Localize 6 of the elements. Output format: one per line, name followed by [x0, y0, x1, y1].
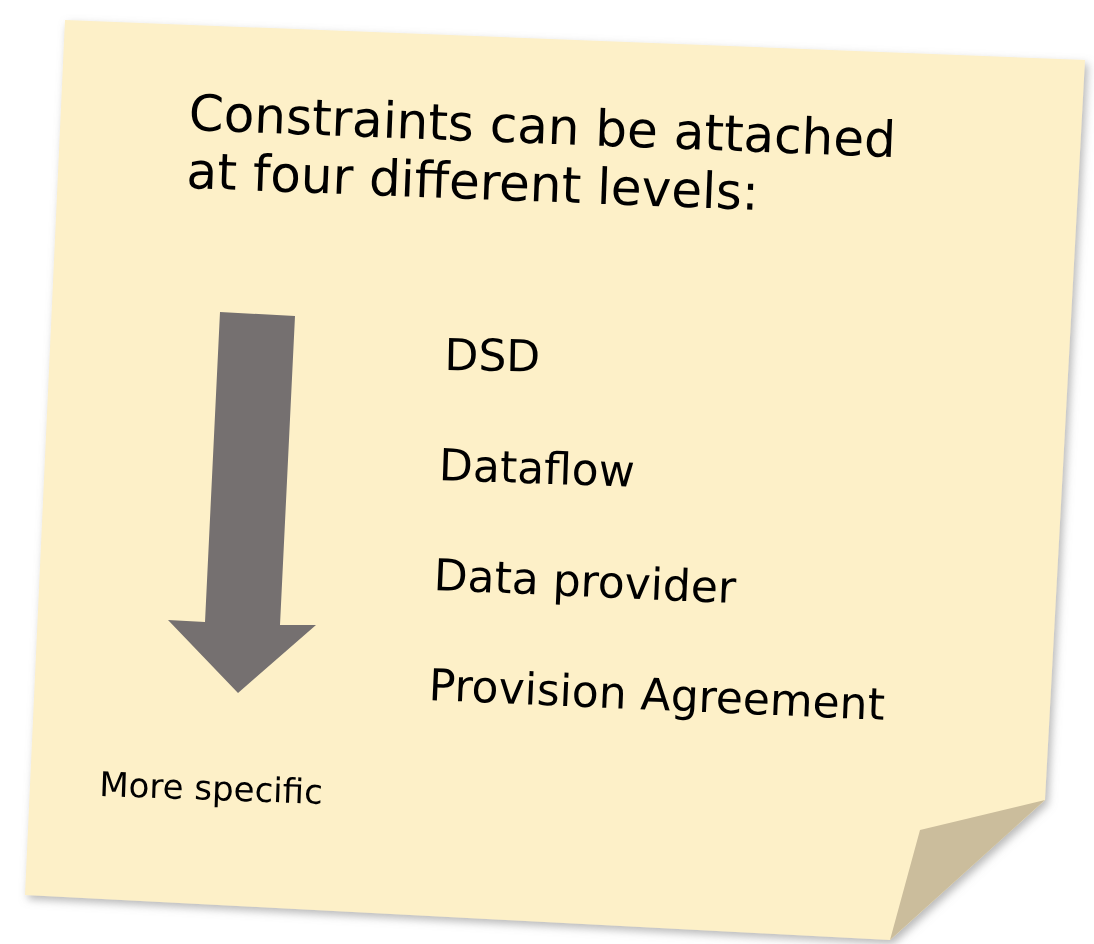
caption-text: More specific [98, 765, 324, 812]
heading-text: Constraints can be attached at four different levels: [185, 85, 898, 224]
level-label: Data provider [432, 550, 738, 614]
level-label: DSD [444, 330, 541, 383]
level-label: Provision Agreement [427, 660, 886, 731]
level-label: Dataflow [438, 440, 636, 498]
